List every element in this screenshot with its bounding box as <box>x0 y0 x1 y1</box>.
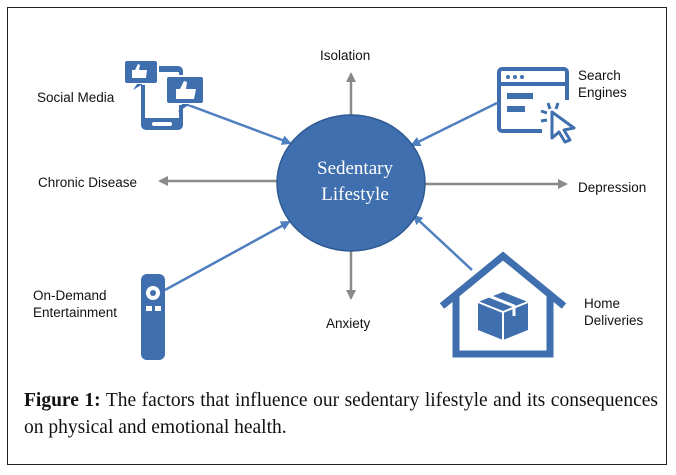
label-on-demand-entertainment: On-Demand Entertainment <box>33 288 118 320</box>
figure-frame <box>7 7 667 465</box>
center-label: Sedentary Lifestyle <box>317 158 393 205</box>
arrow-search-engines <box>410 101 498 147</box>
caption-text: The factors that influence our sedentary… <box>24 390 658 438</box>
label-isolation: Isolation <box>320 48 371 63</box>
browser-click-icon <box>497 67 576 144</box>
label-depression: Depression <box>578 180 647 195</box>
label-home-deliveries: Home Deliveries <box>584 296 644 328</box>
house-package-icon <box>439 251 567 358</box>
social-media-phone-icon <box>123 59 205 130</box>
label-chronic-disease: Chronic Disease <box>38 175 138 190</box>
caption-prefix: Figure 1: <box>24 390 101 411</box>
arrow-home-deliveries <box>412 214 473 271</box>
center-circle <box>276 114 426 252</box>
label-social-media: Social Media <box>37 90 115 105</box>
label-anxiety: Anxiety <box>326 316 371 331</box>
label-search-engines: Search Engines <box>578 68 627 100</box>
arrow-on-demand <box>164 220 291 292</box>
arrow-social-media <box>182 101 292 145</box>
tv-remote-icon <box>141 274 165 360</box>
figure-caption: Figure 1: The factors that influence our… <box>24 387 658 441</box>
